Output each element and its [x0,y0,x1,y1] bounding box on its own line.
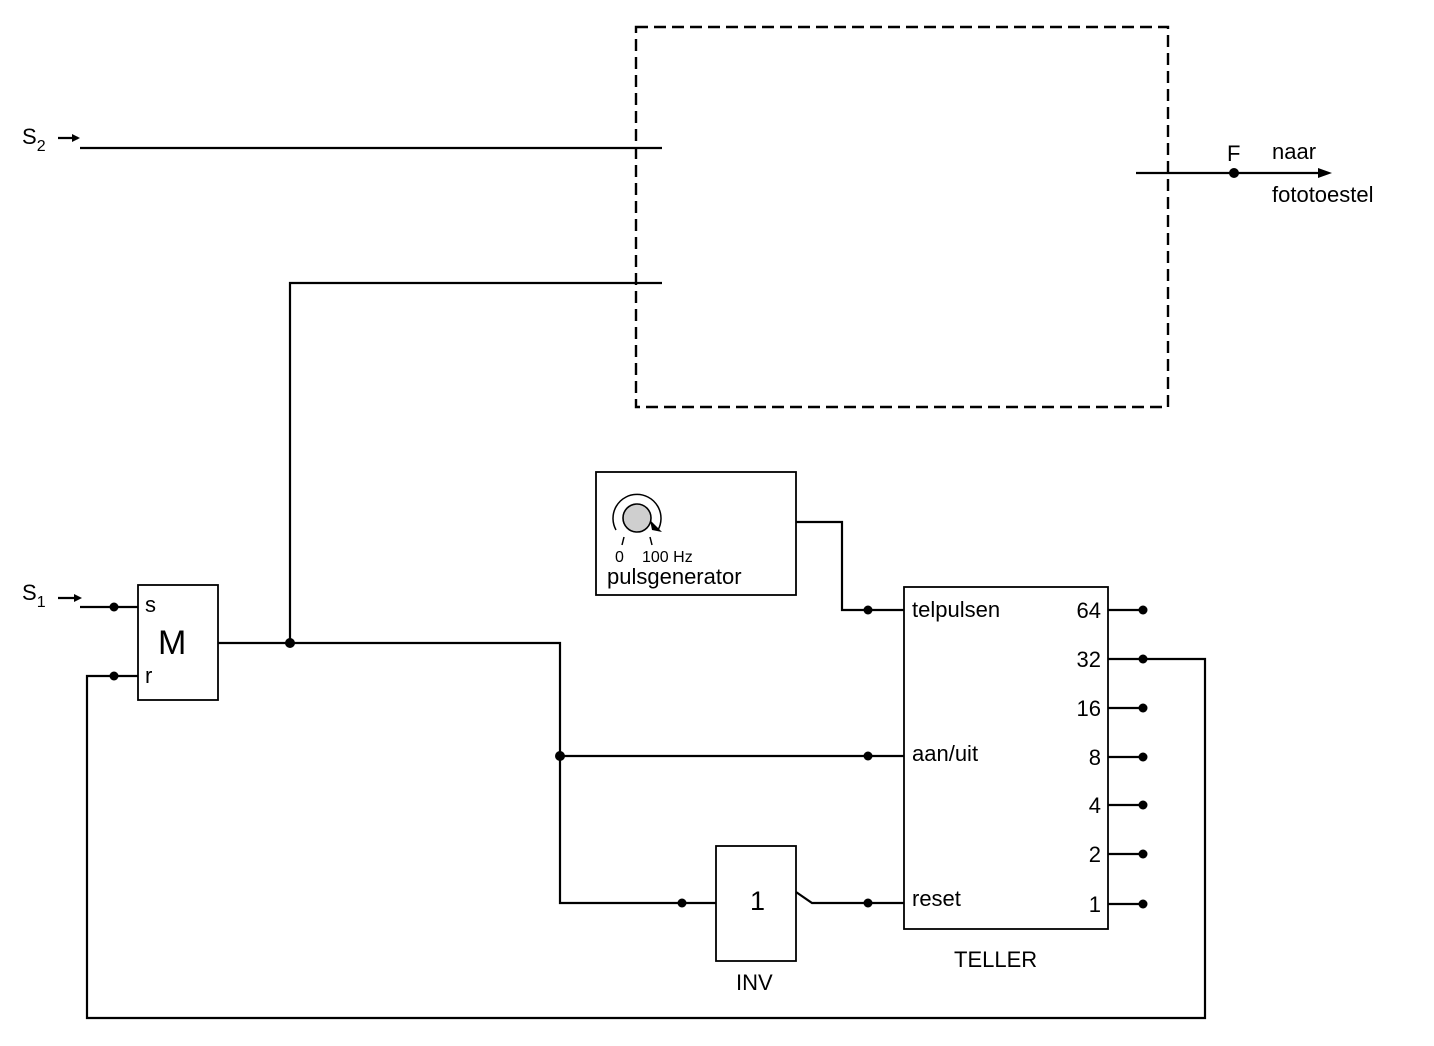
counter-output-1: 1 [1089,892,1101,917]
counter-output-64: 64 [1077,598,1101,623]
inverter-label: INV [736,970,773,995]
counter-output-2: 2 [1089,842,1101,867]
counter-input-pulses: telpulsen [912,597,1000,622]
pulse-generator-label: pulsgenerator [607,564,742,589]
output-destination-line2: fototoestel [1272,182,1374,207]
arrow-icon [72,134,80,142]
svg-text:S1: S1 [22,580,46,611]
wire-feedback-32-to-reset [85,657,1207,1020]
input-s2-subscript: 2 [37,138,46,155]
counter-output-16: 16 [1077,696,1101,721]
pulse-generator-scale-min: 0 [615,549,624,566]
inverter-symbol: 1 [750,886,765,916]
counter-label: TELLER [954,947,1037,972]
wire-inverter-to-reset [795,891,904,905]
input-s1-subscript: 1 [37,594,46,611]
counter-output-32: 32 [1077,647,1101,672]
input-s1-label: S [22,580,37,605]
counter-input-reset: reset [912,886,961,911]
wire-m-to-box [288,281,662,643]
arrow-icon [74,594,82,602]
memory-set-label: s [145,592,156,617]
pulse-generator: 0 100 Hz pulsgenerator [595,471,797,596]
counter-output-stubs [1108,605,1148,909]
input-s2-label: S [22,124,37,149]
counter-output-4: 4 [1089,793,1101,818]
memory-reset-label: r [145,663,152,688]
output-f: F naar fototoestel [1136,139,1374,207]
output-f-label: F [1227,141,1240,166]
pulse-generator-scale-max: 100 Hz [642,549,693,566]
arrow-right-icon [1318,168,1332,178]
dashed-placeholder-box [634,25,1170,409]
counter: telpulsen aan/uit reset TELLER 64 32 16 … [903,586,1109,972]
memory-cell: s M r [137,584,219,701]
counter-input-onoff: aan/uit [912,741,978,766]
memory-label: M [158,624,186,662]
inverter: 1 INV [715,845,797,995]
counter-output-8: 8 [1089,745,1101,770]
input-s2: S2 [22,124,662,155]
svg-text:S2: S2 [22,124,46,155]
output-destination-line1: naar [1272,139,1316,164]
input-s1: S1 [22,580,138,612]
knob-icon [622,503,652,533]
wire-pulses [796,520,904,612]
wire-m-output [218,641,716,905]
